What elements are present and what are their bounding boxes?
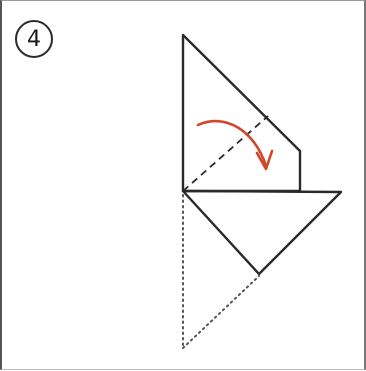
curved-arrow-icon [196, 119, 274, 171]
dotted-outline-diagonal [182, 275, 260, 349]
lower-triangle-outline [181, 189, 343, 276]
step-number: 4 [27, 26, 41, 52]
arrow-head [255, 149, 274, 171]
arrow-curve [196, 119, 268, 168]
upper-flap-outline [181, 33, 302, 193]
step-number-badge: 4 [15, 20, 53, 58]
fold-line-dashed [182, 115, 269, 192]
